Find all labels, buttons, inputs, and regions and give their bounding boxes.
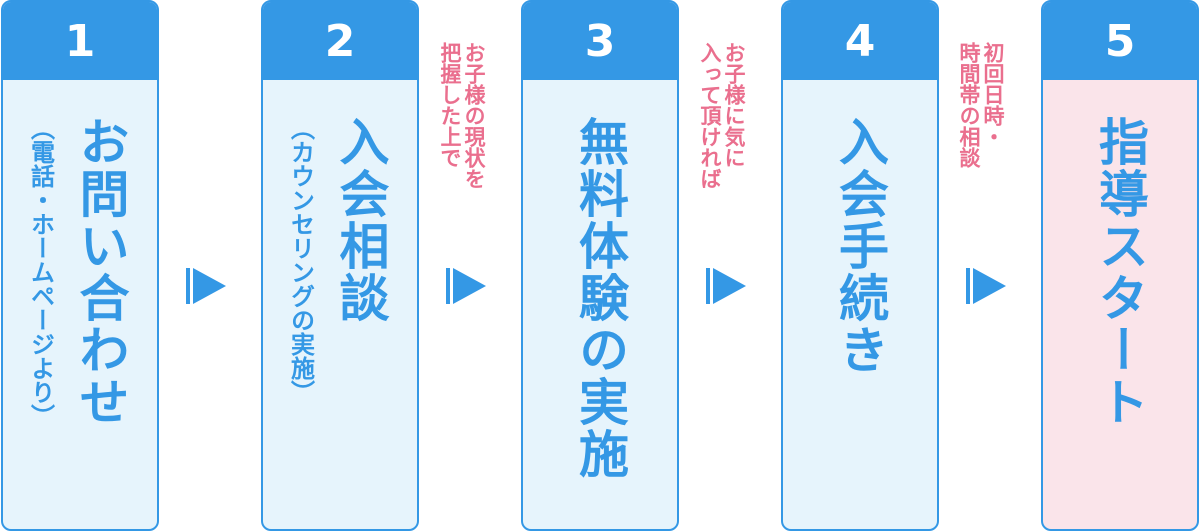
arrow-right-icon	[706, 268, 746, 304]
arrow-right-icon	[966, 268, 1006, 304]
step-4-card: 4 入会手続き	[781, 0, 939, 531]
step-4-number: 4	[783, 2, 937, 80]
arrow-right-icon	[186, 268, 226, 304]
step-4-title: 入会手続き	[831, 116, 889, 376]
step-2-subtitle: （カウンセリングの実施）	[286, 116, 315, 404]
step-2-title: 入会相談	[331, 116, 390, 324]
step-3-card: 3 無料体験の実施	[521, 0, 679, 531]
arrow-right-icon	[446, 268, 486, 304]
step-5-card: 5 指導スタート	[1041, 0, 1199, 531]
step-1-card: 1 お問い合わせ （電話・ホームページより）	[1, 0, 159, 531]
note-2: お子様に気に 入って頂ければ	[698, 42, 746, 189]
note-1: お子様の現状を 把握した上で	[438, 42, 486, 189]
step-2-number: 2	[263, 2, 417, 80]
step-2-card: 2 入会相談 （カウンセリングの実施）	[261, 0, 419, 531]
step-3-number: 3	[523, 2, 677, 80]
step-5-title: 指導スタート	[1091, 116, 1149, 428]
step-3-title: 無料体験の実施	[571, 116, 629, 480]
step-5-number: 5	[1043, 2, 1197, 80]
step-1-subtitle: （電話・ホームページより）	[26, 116, 55, 428]
step-1-number: 1	[3, 2, 157, 80]
note-3: 初回日時・ 時間帯の相談	[957, 42, 1005, 168]
step-1-title: お問い合わせ	[71, 116, 130, 428]
